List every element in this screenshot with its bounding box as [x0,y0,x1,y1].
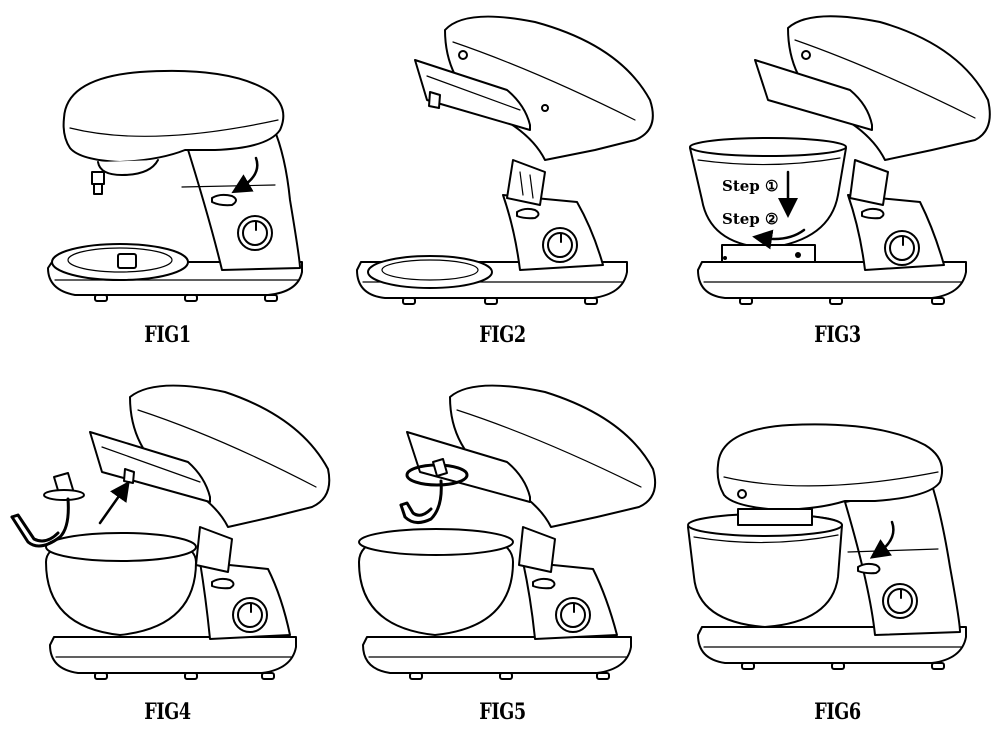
figure-5-drawing [358,384,657,680]
figure-5-label: FIG5 [479,699,526,725]
figure-5-panel: FIG5 [335,377,670,754]
figure-4-drawing [10,384,331,680]
figure-4-label: FIG4 [144,699,191,725]
figure-6-label: FIG6 [814,699,861,725]
figure-1-label: FIG1 [144,322,191,348]
figure-3-label: FIG3 [814,322,861,348]
figure-6-drawing [687,423,967,670]
figure-6-panel: FIG6 [670,377,1005,754]
step-1-label: Step ① [722,177,778,195]
figure-3-drawing: Step ① Step ② [689,15,991,305]
figure-2-panel: FIG2 [335,0,670,377]
figure-4-panel: FIG4 [0,377,335,754]
figure-2-drawing [356,15,654,305]
figure-1-drawing [47,69,303,302]
step-2-label: Step ② [722,210,778,228]
figure-1-panel: FIG1 [0,0,335,377]
figure-2-label: FIG2 [479,322,526,348]
figure-3-panel: Step ① Step ② FIG3 [670,0,1005,377]
